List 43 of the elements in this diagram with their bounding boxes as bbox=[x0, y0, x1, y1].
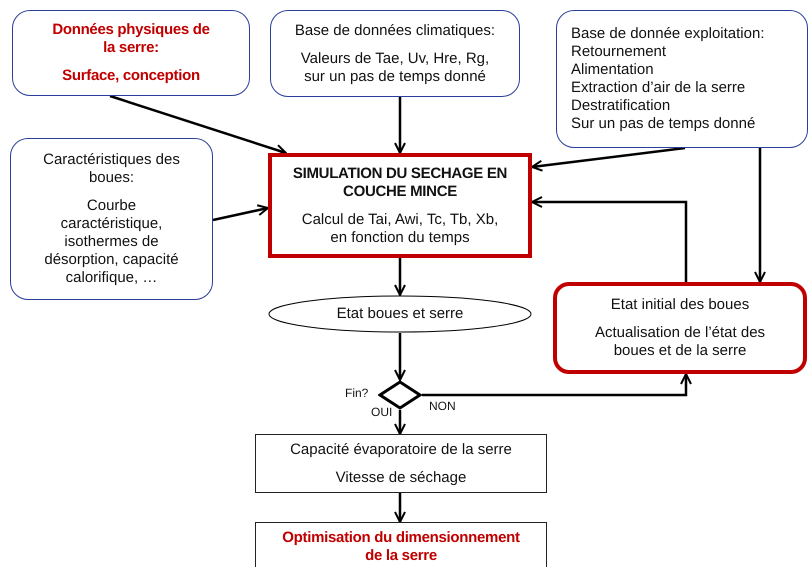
box-heading: Base de données climatiques: bbox=[294, 22, 496, 40]
arrow bbox=[212, 204, 269, 222]
edge-label: NON bbox=[428, 400, 457, 414]
box-text: Calcul de Tai, Awi, Tc, Tb, Xb, en fonction du temps bbox=[300, 210, 500, 246]
box-heading: SIMULATION DU SECHAGE EN COUCHE MINCE bbox=[292, 164, 508, 200]
box-heading: Caractéristiques des boues: bbox=[42, 151, 181, 187]
input-box bbox=[556, 10, 808, 148]
arrow bbox=[394, 258, 406, 296]
box-text: Alimentation bbox=[571, 61, 654, 79]
box-text: Base de donnée exploitation: bbox=[571, 25, 764, 43]
arrow bbox=[422, 373, 692, 396]
process-box bbox=[268, 153, 532, 258]
state-ellipse bbox=[268, 295, 532, 333]
arrow bbox=[754, 148, 766, 283]
box-text: Sur un pas de temps donné bbox=[571, 115, 756, 133]
arrow bbox=[394, 333, 406, 381]
edge-label: OUI bbox=[370, 406, 394, 420]
box-text: Actualisation de l’état des boues et de la serre bbox=[594, 324, 766, 360]
arrow bbox=[110, 94, 287, 156]
box-heading: Etat initial des boues bbox=[610, 296, 750, 314]
input-box bbox=[12, 10, 250, 96]
arrow bbox=[394, 410, 406, 435]
box-text: Destratification bbox=[571, 97, 670, 115]
result-box bbox=[255, 522, 547, 567]
input-box bbox=[270, 10, 520, 97]
arrow bbox=[394, 493, 406, 523]
box-heading: Capacité évaporatoire de la serre bbox=[290, 440, 512, 458]
input-box bbox=[10, 138, 213, 300]
box-heading: Données physiques de la serre: bbox=[51, 21, 211, 57]
box-text: Courbe caractéristique, isothermes de désorption, capacité calorifique, … bbox=[43, 197, 180, 287]
box-text: Etat boues et serre bbox=[336, 305, 464, 323]
arrow bbox=[394, 97, 406, 154]
arrow bbox=[531, 146, 686, 172]
process-box bbox=[553, 282, 807, 374]
arrow bbox=[531, 196, 688, 282]
result-box bbox=[255, 434, 547, 493]
box-text: Optimisation du dimensionnement de la serre bbox=[281, 529, 521, 565]
box-text: Valeurs de Tae, Uv, Hre, Rg, sur un pas de temps donné bbox=[300, 50, 490, 86]
box-text: Surface, conception bbox=[62, 67, 200, 85]
node-caption: Fin? bbox=[344, 387, 370, 400]
box-text: Retournement bbox=[571, 43, 666, 61]
box-text: Vitesse de séchage bbox=[336, 468, 466, 486]
box-text: Extraction d’air de la serre bbox=[571, 79, 746, 97]
